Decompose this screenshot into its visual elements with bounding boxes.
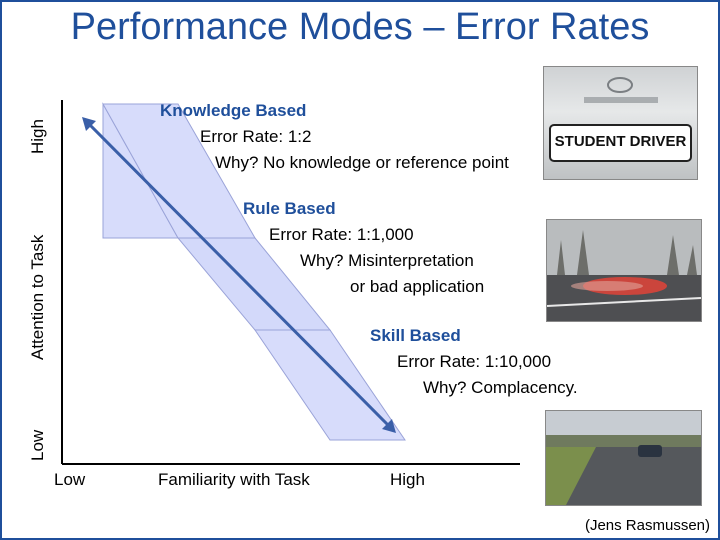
- rule-based-why-line1: Why? Misinterpretation: [300, 248, 484, 274]
- rule-based-block: Rule Based Error Rate: 1:1,000 Why? Misi…: [243, 196, 484, 300]
- knowledge-based-rate: Error Rate: 1:2: [200, 124, 509, 150]
- blurred-car-illustration: [547, 220, 701, 321]
- knowledge-based-heading: Knowledge Based: [160, 98, 509, 124]
- rule-based-heading: Rule Based: [243, 196, 484, 222]
- road-photo: [545, 410, 702, 506]
- rule-based-rate: Error Rate: 1:1,000: [269, 222, 484, 248]
- rule-based-why-line2: or bad application: [350, 274, 484, 300]
- blurred-car-photo: [546, 219, 702, 322]
- x-axis-low-label: Low: [54, 470, 85, 490]
- student-driver-sign-text: STUDENT DRIVER: [552, 133, 689, 150]
- student-driver-photo: STUDENT DRIVER: [543, 66, 698, 180]
- skill-based-rate: Error Rate: 1:10,000: [397, 349, 578, 375]
- source-credit: (Jens Rasmussen): [585, 517, 710, 534]
- knowledge-based-why: Why? No knowledge or reference point: [215, 150, 509, 176]
- skill-based-heading: Skill Based: [370, 323, 578, 349]
- student-driver-illustration: [544, 67, 697, 179]
- skill-based-block: Skill Based Error Rate: 1:10,000 Why? Co…: [370, 323, 578, 401]
- x-axis-label: Familiarity with Task: [158, 470, 310, 490]
- road-illustration: [546, 411, 701, 505]
- knowledge-based-block: Knowledge Based Error Rate: 1:2 Why? No …: [160, 98, 509, 176]
- skill-based-why: Why? Complacency.: [423, 375, 578, 401]
- x-axis-high-label: High: [390, 470, 425, 490]
